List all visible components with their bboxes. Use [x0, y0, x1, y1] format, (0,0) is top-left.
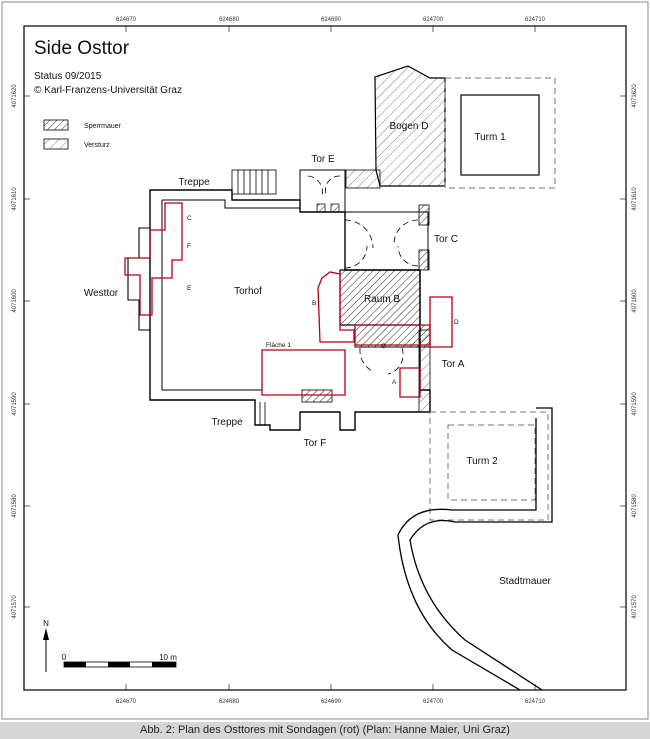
raum-b	[339, 269, 421, 326]
y-coord-right: 4071600	[632, 289, 638, 313]
turm-1-inner	[460, 94, 540, 176]
y-coord-left: 4071590	[12, 392, 18, 416]
tor-c-block-bottom	[418, 249, 430, 271]
label-treppe-top: Treppe	[178, 177, 210, 188]
plan-title: Side Osttor	[34, 38, 130, 59]
legend-swatch-versturz	[43, 138, 69, 150]
label-turm-2: Turm 2	[466, 456, 498, 467]
stadtmauer-outer	[409, 407, 553, 691]
y-coord-left: 4071600	[12, 289, 18, 313]
label-flaeche-1: Fläche 1	[266, 342, 291, 349]
label-westtor: Westtor	[84, 288, 119, 299]
legend-label: Versturz	[84, 142, 110, 149]
treppe-bottom-steps	[259, 402, 266, 425]
label-stadtmauer: Stadtmauer	[499, 576, 551, 587]
x-coord-bottom: 624680	[219, 699, 240, 705]
y-coord-left: 4071570	[12, 595, 18, 619]
x-coord-bottom: 624690	[321, 699, 342, 705]
tor-a-strip	[418, 329, 431, 413]
x-coord-bottom: 624710	[525, 699, 546, 705]
figure-caption: Abb. 2: Plan des Osttores mit Sondagen (…	[0, 722, 650, 739]
x-coord-top: 624700	[423, 17, 444, 23]
legend-swatch-sperrmauer	[43, 119, 69, 131]
tor-c-block-top	[418, 204, 430, 226]
y-coord-left: 4071620	[12, 84, 18, 108]
x-coord-top: 624710	[525, 17, 546, 23]
sondagen	[124, 202, 453, 398]
sondage-g	[354, 324, 431, 346]
sondage-letter-g: G	[381, 343, 386, 350]
westtor-walls	[127, 227, 150, 331]
sondage-letter-e: E	[187, 285, 192, 292]
sondage-letter-f: F	[187, 243, 191, 250]
legend-label: Sperrmauer	[84, 123, 122, 130]
label-tor-c: Tor C	[434, 234, 458, 245]
y-coord-right: 4071580	[632, 494, 638, 518]
site-plan: 624670 624680 624690 624700 624710 62467…	[1, 1, 649, 720]
treppe-top-steps	[231, 169, 277, 195]
x-coord-top: 624690	[321, 17, 342, 23]
sondage-letter-a: A	[392, 379, 397, 386]
y-coord-right: 4071590	[632, 392, 638, 416]
north-label: N	[43, 619, 49, 628]
tor-e-block	[330, 203, 340, 213]
y-coord-left: 4071580	[12, 494, 18, 518]
x-coord-bottom: 624700	[423, 699, 444, 705]
north-arrow-icon: N	[43, 619, 49, 672]
scale-start: 0	[62, 653, 67, 662]
label-tor-a: Tor A	[442, 359, 465, 370]
scale-end: 10 m	[159, 653, 177, 662]
label-treppe-bottom: Treppe	[211, 417, 243, 428]
turm-2-inner	[447, 424, 536, 501]
sondage-west	[124, 202, 183, 316]
y-coord-right: 4071570	[632, 595, 638, 619]
plan-copyright: © Karl-Franzens-Universität Graz	[34, 85, 182, 96]
y-coord-right: 4071620	[632, 84, 638, 108]
x-coord-top: 624670	[116, 17, 137, 23]
tor-f-rubble	[301, 389, 333, 403]
map-frame	[23, 25, 627, 691]
sondage-letter-c: C	[187, 215, 192, 222]
label-raum-b: Raum B	[364, 294, 400, 305]
label-turm-1: Turm 1	[474, 132, 506, 143]
sondage-flaeche-1	[261, 349, 346, 396]
label-tor-f: Tor F	[304, 438, 327, 449]
tor-e-block	[316, 203, 326, 213]
turm-1-outer	[444, 77, 556, 189]
x-coord-top: 624680	[219, 17, 240, 23]
door-swings	[307, 175, 419, 375]
plan-status: Status 09/2015	[34, 71, 102, 82]
turm-2-outer	[429, 411, 549, 521]
x-coord-bottom: 624670	[116, 699, 137, 705]
sondage-a	[399, 367, 421, 398]
sondage-b	[317, 271, 355, 343]
sondage-letter-b: B	[312, 300, 316, 307]
scale-bar: 0 10 m	[62, 653, 177, 668]
y-coord-left: 4071610	[12, 187, 18, 211]
tor-e-rubble	[345, 169, 381, 189]
label-bogen-d: Bogen D	[390, 121, 429, 132]
sondage-d	[429, 296, 453, 348]
label-tor-e: Tor E	[311, 154, 335, 165]
sondage-letter-d: D	[454, 319, 459, 326]
outer-frame	[1, 1, 649, 720]
stadtmauer-inner	[397, 418, 537, 691]
label-torhof: Torhof	[234, 286, 262, 297]
y-coord-right: 4071610	[632, 187, 638, 211]
